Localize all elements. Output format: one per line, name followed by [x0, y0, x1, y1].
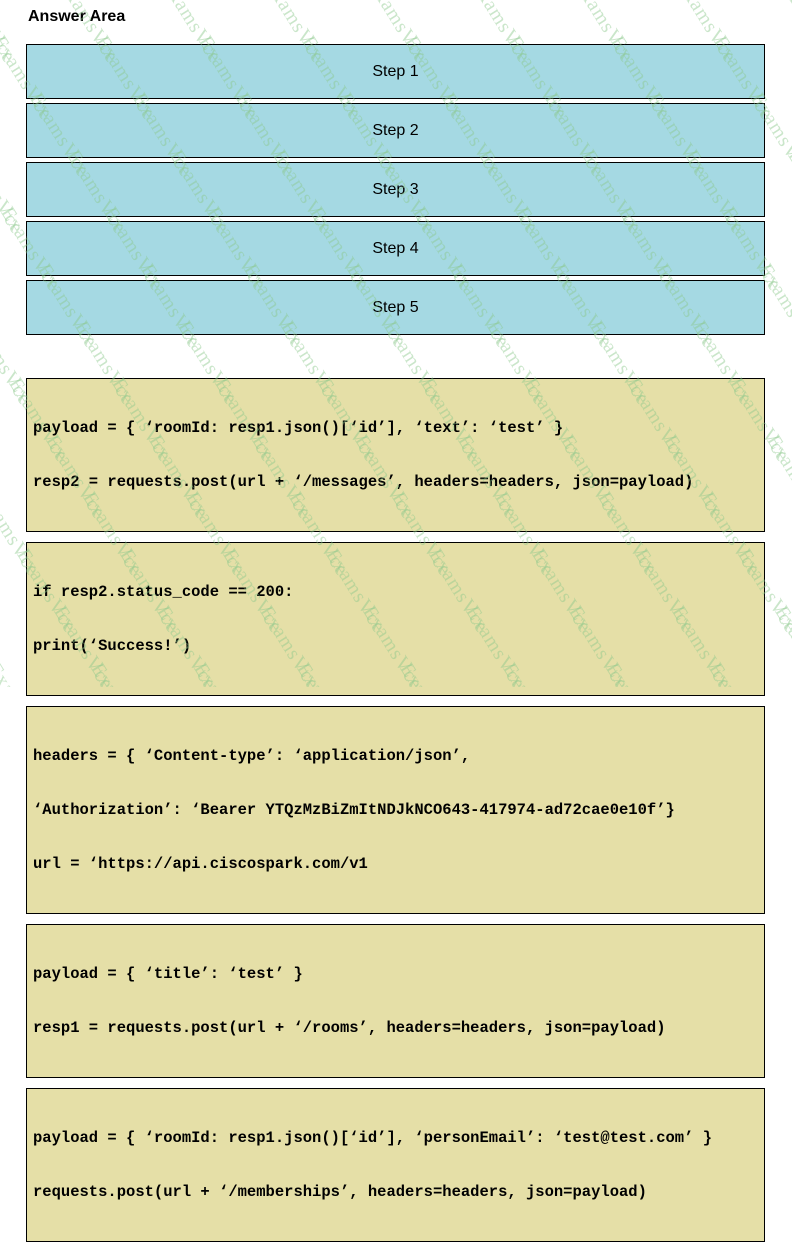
code-line: url = ‘https://api.ciscospark.com/v1 — [33, 855, 368, 873]
step-label-5: Step 5 — [372, 298, 419, 316]
watermark-text: ExamsVce — [770, 602, 792, 687]
code-block-4[interactable]: payload = { ‘title’: ‘test’ } resp1 = re… — [26, 924, 765, 1078]
code-block-1[interactable]: payload = { ‘roomId: resp1.json()[‘id’],… — [26, 378, 765, 532]
answer-area: Answer Area Step 1 Step 2 Step 3 Step 4 … — [26, 8, 765, 1252]
code-block-2[interactable]: if resp2.status_code == 200: print(‘Succ… — [26, 542, 765, 696]
code-line: print(‘Success!’) — [33, 637, 192, 655]
code-line: payload = { ‘roomId: resp1.json()[‘id’],… — [33, 1129, 713, 1147]
watermark-text: ExamsVce — [762, 431, 792, 523]
code-line: payload = { ‘title’: ‘test’ } — [33, 965, 303, 983]
watermark-text: ExamsVce — [783, 146, 792, 238]
answer-area-title: Answer Area — [28, 8, 126, 25]
step-label-4: Step 4 — [372, 239, 419, 257]
watermark-text: ExamsVce — [775, 0, 792, 67]
step-slot-5[interactable]: Step 5 — [26, 280, 765, 335]
step-label-1: Step 1 — [372, 62, 419, 80]
step-label-2: Step 2 — [372, 121, 419, 139]
code-line: payload = { ‘roomId: resp1.json()[‘id’],… — [33, 419, 564, 437]
step-slot-3[interactable]: Step 3 — [26, 162, 765, 217]
step-label-3: Step 3 — [372, 180, 419, 198]
code-block-3[interactable]: headers = { ‘Content-type’: ‘application… — [26, 706, 765, 914]
code-block-5[interactable]: payload = { ‘roomId: resp1.json()[‘id’],… — [26, 1088, 765, 1242]
step-slot-4[interactable]: Step 4 — [26, 221, 765, 276]
watermark-text: ExamsVce — [0, 146, 29, 238]
code-line: resp1 = requests.post(url + ‘/rooms’, he… — [33, 1019, 666, 1037]
step-slot-2[interactable]: Step 2 — [26, 103, 765, 158]
code-line: requests.post(url + ‘/memberships’, head… — [33, 1183, 647, 1201]
code-line: ‘Authorization’: ‘Bearer YTQzMzBiZmItNDJ… — [33, 801, 675, 819]
code-line: if resp2.status_code == 200: — [33, 583, 294, 601]
watermark-text: ExamsVce — [0, 0, 21, 67]
code-line: resp2 = requests.post(url + ‘/messages’,… — [33, 473, 694, 491]
code-options-list: payload = { ‘roomId: resp1.json()[‘id’],… — [26, 378, 765, 1242]
step-slot-1[interactable]: Step 1 — [26, 44, 765, 99]
steps-list: Step 1 Step 2 Step 3 Step 4 Step 5 — [26, 44, 765, 335]
code-line: headers = { ‘Content-type’: ‘application… — [33, 747, 471, 765]
